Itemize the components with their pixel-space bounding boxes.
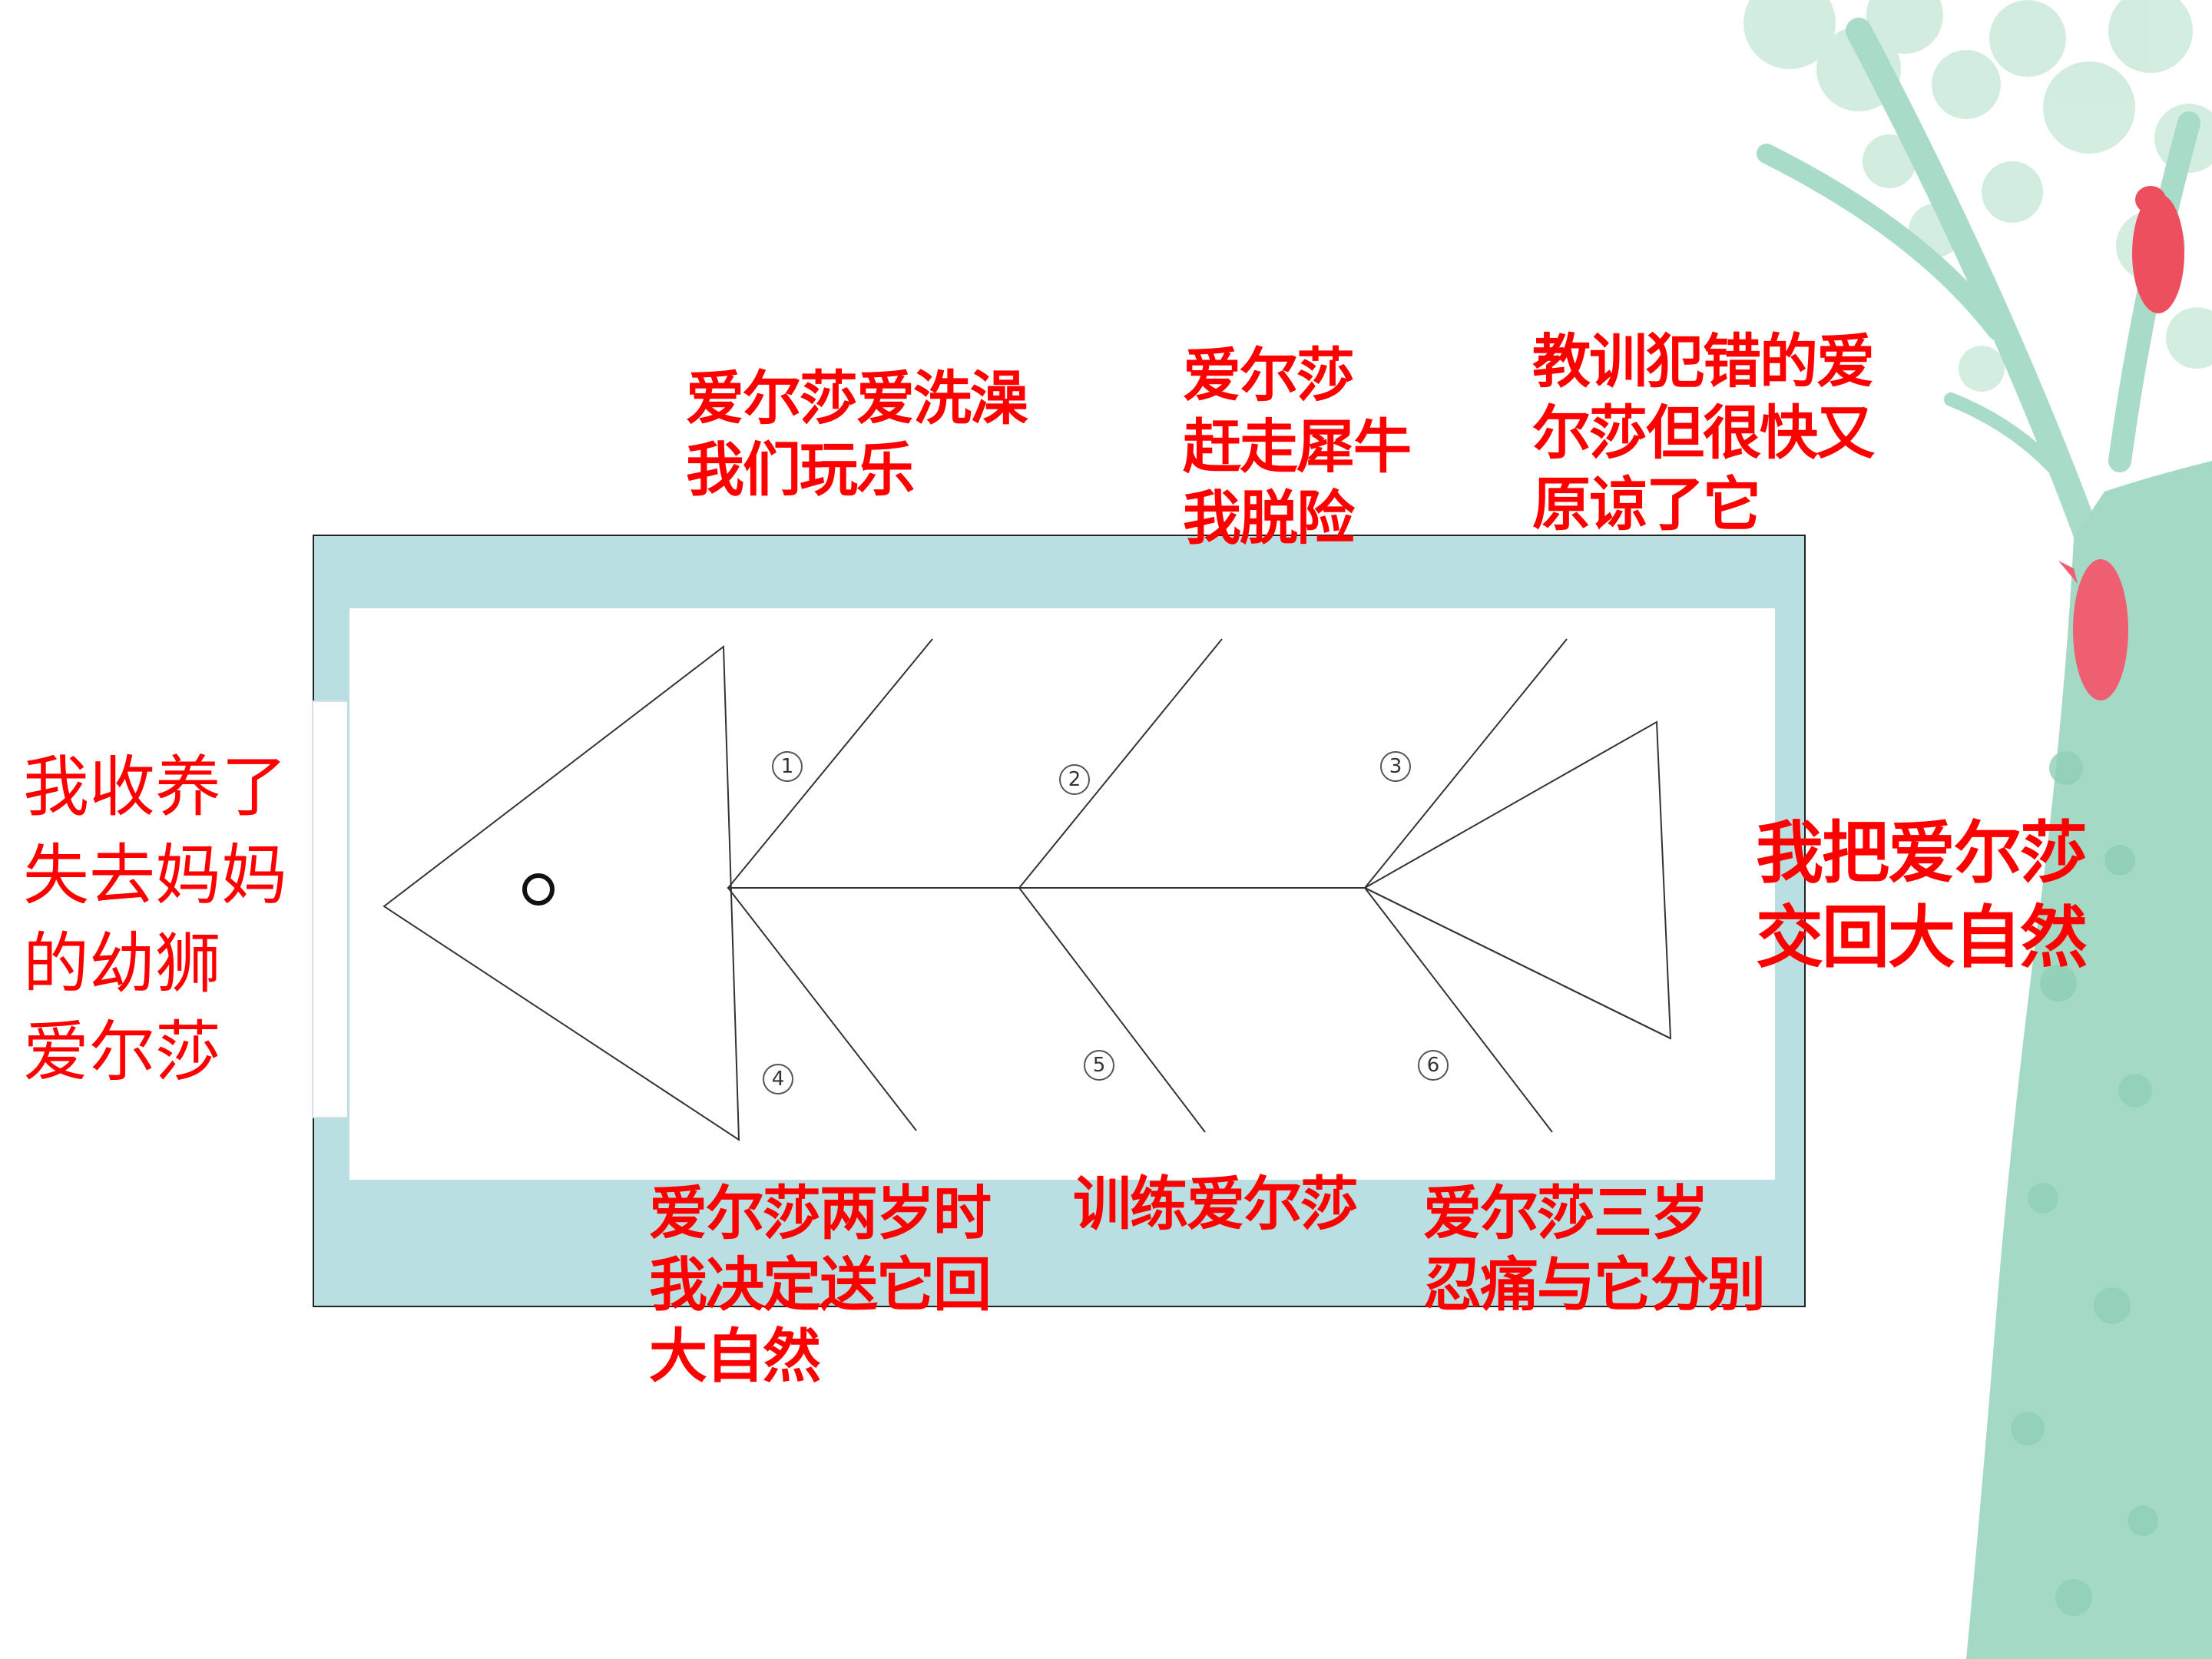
trunk-leaf-pattern <box>2011 751 2158 1616</box>
bone-4 <box>727 887 917 1131</box>
bone-number-1: 1 <box>772 751 803 782</box>
tree-branches <box>1757 18 2200 597</box>
fishbone-diagram <box>382 638 1672 1141</box>
bone-label-6: 爱尔莎三岁 忍痛与它分别 <box>1423 1179 1766 1319</box>
tail-label: 我把爱尔莎 交回大自然 <box>1756 813 2088 977</box>
bone-3 <box>1364 638 1568 889</box>
bird-icon <box>2132 186 2184 313</box>
frame-left-tab <box>312 700 347 1118</box>
head-label: 我收养了 失去妈妈 的幼狮 爱尔莎 <box>23 749 287 1091</box>
bone-1 <box>727 638 933 889</box>
diagram-canvas <box>349 608 1775 1180</box>
fish-eye-icon <box>522 873 555 906</box>
bone-number-5: 5 <box>1084 1050 1114 1081</box>
bone-label-2: 爱尔莎 赶走犀牛 我脱险 <box>1183 341 1412 552</box>
bone-number-2: 2 <box>1059 764 1090 795</box>
fish-head <box>382 645 740 1141</box>
bone-label-3: 教训犯错的爱 尔莎但很快又 原谅了它 <box>1532 327 1875 538</box>
bone-number-3: 3 <box>1380 751 1411 782</box>
bone-5 <box>1018 887 1206 1133</box>
tree-trunk <box>1966 461 2212 1659</box>
bone-label-1: 爱尔莎爱洗澡 我们玩乐 <box>686 364 1028 504</box>
fish-tail <box>1363 720 1672 1040</box>
bone-label-4: 爱尔莎两岁时 我决定送它回 大自然 <box>649 1179 992 1390</box>
bone-2 <box>1018 638 1223 889</box>
bone-number-6: 6 <box>1418 1050 1449 1081</box>
tail-line <box>1364 887 1671 1039</box>
bone-label-5: 训练爱尔莎 <box>1073 1170 1359 1238</box>
bird-icon <box>2058 559 2128 700</box>
bone-number-4: 4 <box>763 1064 793 1094</box>
bone-6 <box>1364 887 1553 1133</box>
